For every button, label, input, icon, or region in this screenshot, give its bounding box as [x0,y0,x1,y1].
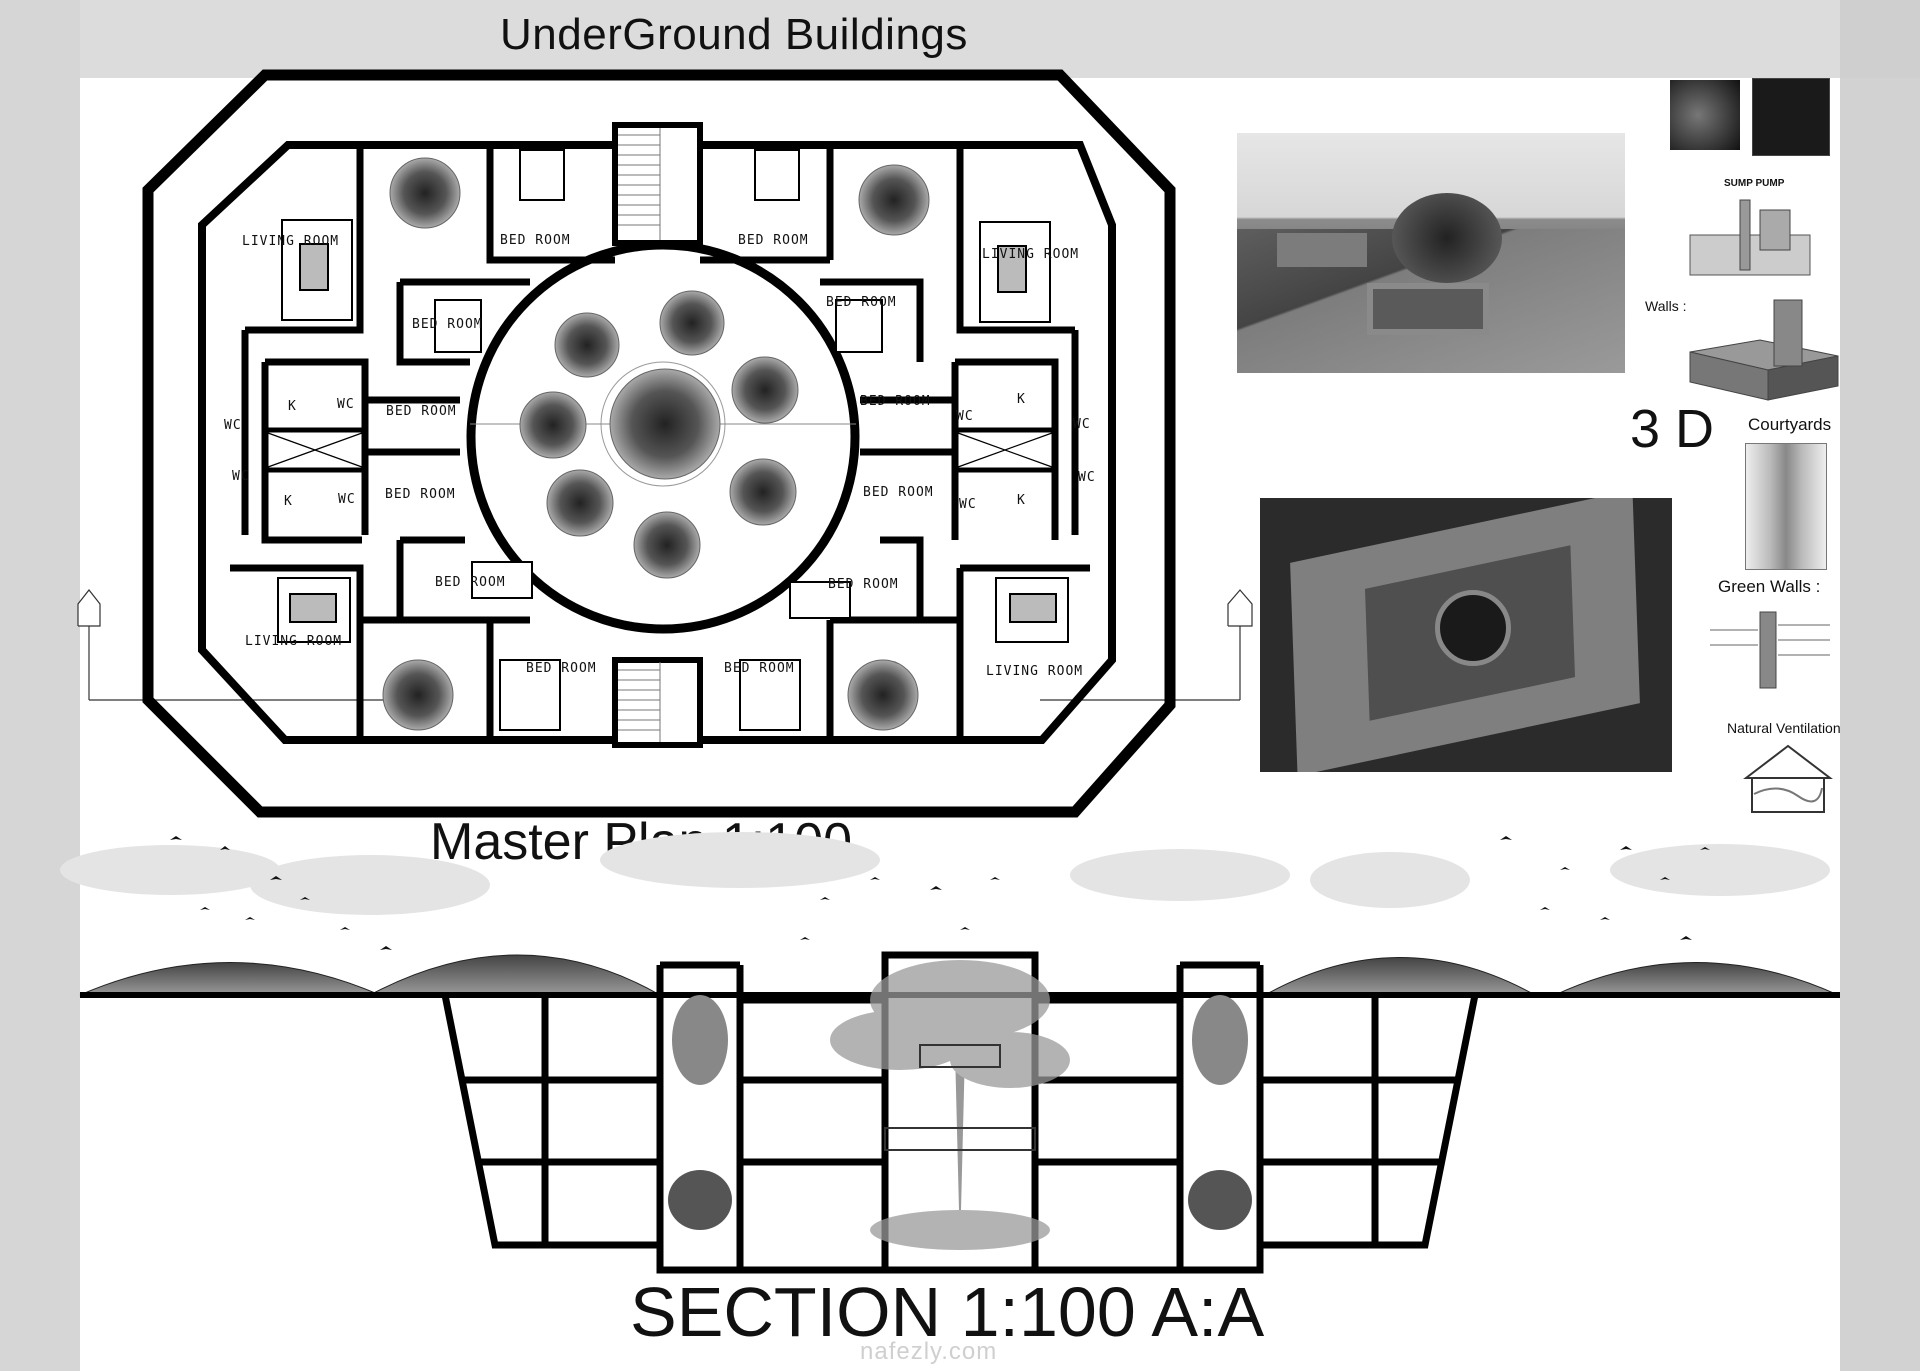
room-label: BED ROOM [826,295,897,310]
courtyards-diagram [1745,443,1827,570]
natural-ventilation-diagram [1743,744,1833,813]
balcony-railings [884,1044,1036,1151]
room-label: BED ROOM [435,575,506,590]
room-label: BED ROOM [500,233,571,248]
natural-ventilation-label: Natural Ventilation [1727,720,1841,736]
room-label: WC [337,397,355,412]
room-label: K [1017,493,1026,508]
room-label: WC [232,469,250,484]
sump-pump-diagram [1689,199,1811,276]
core-shafts [267,432,1053,468]
thumbnail-interior [1670,80,1740,150]
room-label: WC [1073,417,1091,432]
header-band: UnderGround Buildings [80,0,1840,78]
clouds [60,832,1830,915]
room-label: BED ROOM [724,661,795,676]
room-label: K [284,494,293,509]
courtyards-label: Courtyards [1748,415,1832,434]
sump-pump-label: SUMP PUMP [1724,178,1785,189]
room-label: WC [338,492,356,507]
earth-mounds [79,954,1839,996]
header-corner [1840,0,1920,78]
three-d-label: 3 D [1630,399,1715,459]
room-label: BED ROOM [526,661,597,676]
room-label: LIVING ROOM [982,247,1079,262]
room-label: WC [956,409,974,424]
sheet-margin-left [0,0,80,1371]
room-label: LIVING ROOM [242,234,339,249]
room-label: K [1017,392,1026,407]
walls-diagram [1689,299,1839,401]
render-3d-perspective [1237,133,1625,373]
page-title: UnderGround Buildings [500,10,968,59]
room-label: BED ROOM [860,394,931,409]
room-label: LIVING ROOM [245,634,342,649]
room-label: WC [224,418,242,433]
section-side-plants [668,995,1252,1230]
room-label: BED ROOM [738,233,809,248]
partition-walls [230,148,1090,740]
room-label: WC [1078,470,1096,485]
section-title: SECTION 1:100 A:A [630,1273,1265,1351]
room-label: BED ROOM [386,404,457,419]
thumbnail-plan-detail [1752,78,1830,156]
furniture [277,149,1069,731]
watermark: nafezly.com [860,1338,998,1365]
room-labels: LIVING ROOM LIVING ROOM LIVING ROOM LIVI… [224,233,1096,679]
render-3d-aerial [1260,498,1672,772]
room-label: BED ROOM [412,317,483,332]
stair-treads [618,128,661,742]
room-label: BED ROOM [863,485,934,500]
room-label: WC [959,497,977,512]
room-label: K [288,399,297,414]
room-label: LIVING ROOM [986,664,1083,679]
sheet-margin-right [1840,0,1920,1371]
tree-icons [382,157,930,731]
birds [170,836,1710,950]
walls-label: Walls : [1645,298,1687,314]
green-walls-diagram [1710,611,1830,689]
green-walls-label: Green Walls : [1718,577,1821,596]
room-label: BED ROOM [828,577,899,592]
room-label: BED ROOM [385,487,456,502]
